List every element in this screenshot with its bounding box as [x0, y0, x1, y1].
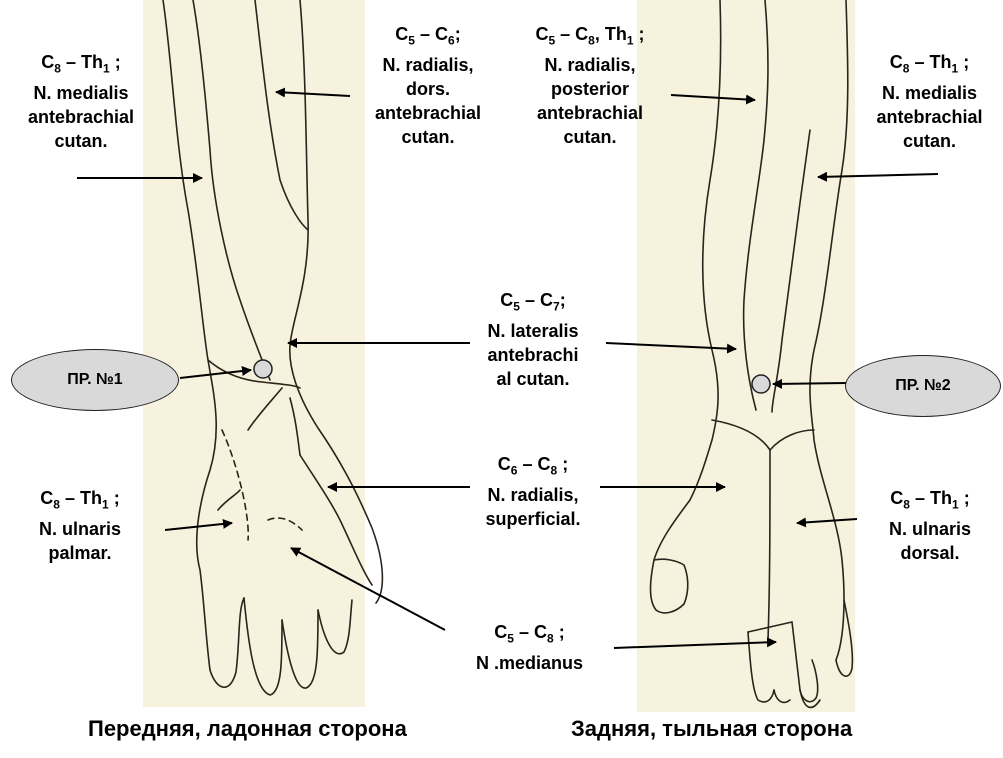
label-radialis-posterior: C5 – C8, Th1 ; N. radialis, posterior an…: [510, 22, 670, 149]
caption-back: Задняя, тыльная сторона: [571, 716, 852, 742]
point-2-badge: ПР. №2: [845, 355, 1001, 417]
label-medialis-left: C8 – Th1 ; N. medialis antebrachial cuta…: [6, 50, 156, 153]
label-radialis-superficial: C6 – C8 ; N. radialis, superficial.: [458, 452, 608, 531]
left-paper: [143, 0, 365, 707]
label-radialis-dors: C5 – C6; N. radialis, dors. antebrachial…: [358, 22, 498, 149]
point-2-marker: [752, 375, 770, 393]
arrow-ovr: [773, 383, 846, 384]
label-medianus: C5 – C8 ; N .medianus: [452, 620, 607, 675]
label-lateralis: C5 – C7; N. lateralis antebrachi al cuta…: [458, 288, 608, 391]
label-medialis-right: C8 – Th1 ; N. medialis antebrachial cuta…: [857, 50, 1002, 153]
point-1-badge: ПР. №1: [11, 349, 179, 411]
caption-front: Передняя, ладонная сторона: [88, 716, 407, 742]
label-ulnaris-palmar: C8 – Th1 ; N. ulnaris palmar.: [5, 486, 155, 565]
label-ulnaris-dorsal: C8 – Th1 ; N. ulnaris dorsal.: [860, 486, 1000, 565]
point-1-marker: [254, 360, 272, 378]
